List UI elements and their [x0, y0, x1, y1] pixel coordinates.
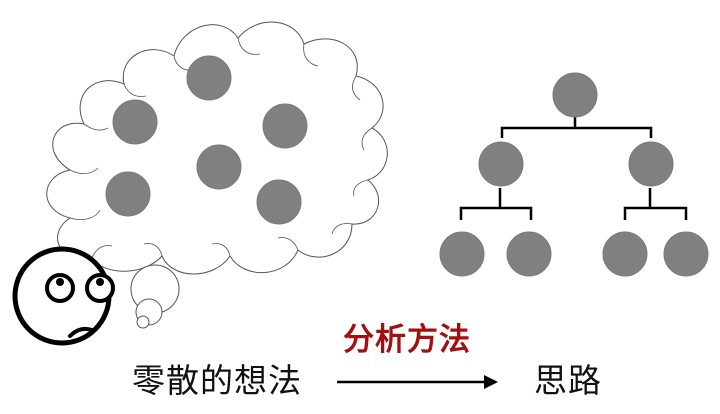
transform-arrow: [337, 375, 498, 389]
idea-node: [196, 144, 242, 190]
idea-node: [262, 103, 308, 149]
scattered-ideas: [105, 55, 308, 225]
train-of-thought-label: 思路: [534, 361, 602, 400]
left-pupil: [56, 278, 64, 286]
thought-cloud-inner-scallops: [69, 37, 373, 259]
idea-node: [112, 99, 158, 145]
thought-bubble-small: [136, 315, 150, 329]
right-eye: [85, 273, 115, 303]
puzzled-face: [12, 246, 115, 346]
tree-nodes: [439, 72, 709, 277]
tree-node-child: [628, 141, 674, 187]
right-pupil: [96, 278, 104, 286]
tree-connectors: [459, 117, 688, 220]
tree-node-root: [552, 72, 598, 118]
tree-node-leaf: [439, 231, 485, 277]
hierarchy-tree: [439, 72, 709, 277]
scattered-ideas-label: 零散的想法: [132, 361, 302, 400]
arrow-head-icon: [484, 375, 498, 389]
analysis-method-label: 分析方法: [343, 322, 471, 358]
tree-node-leaf: [663, 231, 709, 277]
tree-node-child: [478, 141, 524, 187]
idea-node: [105, 171, 151, 217]
puzzled-mouth: [68, 326, 94, 338]
tree-node-leaf: [602, 231, 648, 277]
left-eye: [45, 273, 75, 303]
tree-node-leaf: [506, 231, 552, 277]
idea-node: [256, 179, 302, 225]
idea-node: [186, 55, 232, 101]
